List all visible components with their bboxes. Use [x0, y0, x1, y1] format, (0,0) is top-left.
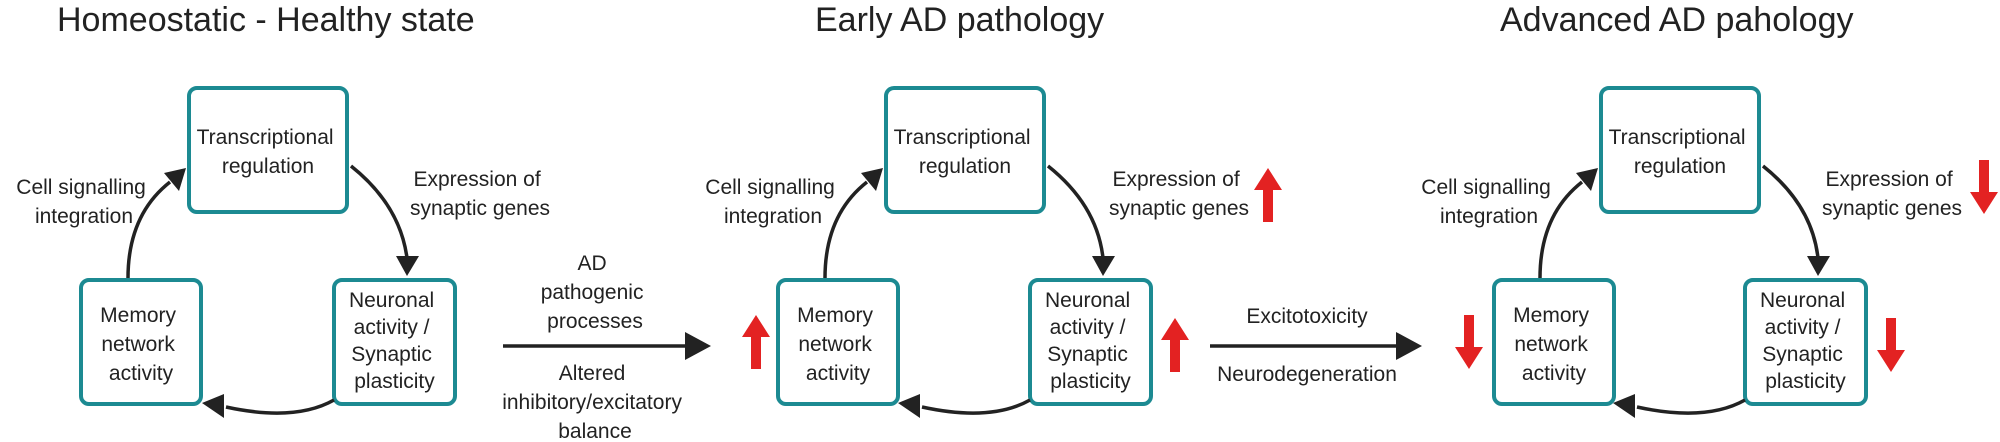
flow-arrow-memory-to-transcription [126, 180, 172, 279]
flow-arrow-neuronal-to-memory [225, 398, 335, 415]
memory-decrease-down-arrow-icon [1455, 315, 1483, 369]
panel-advanced-ad: Advanced AD pahology Transcriptional reg… [1421, 1, 1998, 418]
neuronal-activity-box [1028, 278, 1153, 406]
flow-arrow-memory-to-transcription [823, 180, 869, 279]
signalling-label: Cell signalling integration [16, 176, 151, 228]
transcriptional-regulation-box [1599, 86, 1761, 214]
neuronal-activity-box [332, 278, 457, 406]
neuronal-activity-label: Neuronal activity / Synaptic plasticity [349, 289, 440, 393]
transition-1: AD pathogenic processes Altered inhibito… [502, 252, 711, 442]
expression-increase-up-arrow-icon [1254, 168, 1282, 222]
expression-decrease-down-arrow-icon [1970, 160, 1998, 214]
signalling-label: Cell signalling integration [1421, 176, 1556, 228]
signalling-label: Cell signalling integration [705, 176, 840, 228]
expression-label: Expression of synaptic genes [1109, 168, 1249, 220]
arrowhead [861, 168, 883, 191]
transcriptional-regulation-label: Transcriptional regulation [1609, 126, 1752, 178]
transition-2-arrowhead [1396, 332, 1422, 360]
flow-arrow-memory-to-transcription [1538, 180, 1584, 279]
transition-1-arrowhead [685, 332, 711, 360]
panel-healthy: Homeostatic - Healthy state Transcriptio… [16, 1, 550, 418]
expression-label: Expression of synaptic genes [410, 168, 550, 220]
flow-arrow-transcription-to-neuronal [1046, 164, 1105, 259]
flow-arrow-transcription-to-neuronal [1761, 164, 1820, 259]
memory-network-label: Memory network activity [797, 304, 879, 385]
arrowhead [1092, 256, 1115, 276]
flow-arrow-neuronal-to-memory [921, 398, 1031, 415]
transition-1-below-label: Altered inhibitory/excitatory balance [502, 362, 688, 442]
flow-arrow-neuronal-to-memory [1636, 398, 1746, 415]
neuronal-activity-box [1743, 278, 1868, 406]
memory-network-label: Memory network activity [100, 304, 182, 385]
transcriptional-regulation-label: Transcriptional regulation [197, 126, 340, 178]
neuronal-increase-up-arrow-icon [1161, 318, 1189, 372]
arrowhead [898, 394, 920, 418]
arrowhead [164, 168, 186, 191]
neuronal-activity-label: Neuronal activity / Synaptic plasticity [1045, 289, 1136, 393]
arrowhead [1807, 256, 1830, 276]
memory-network-label: Memory network activity [1513, 304, 1595, 385]
arrowhead [1613, 394, 1635, 418]
expression-label: Expression of synaptic genes [1822, 168, 1962, 220]
memory-increase-up-arrow-icon [742, 315, 770, 369]
memory-network-box [776, 278, 900, 406]
panel-title: Early AD pathology [815, 1, 1104, 39]
arrowhead [396, 256, 419, 276]
transition-2-above-label: Excitotoxicity [1246, 305, 1368, 328]
transition-2-below-label: Neurodegeneration [1217, 363, 1397, 386]
memory-network-box [79, 278, 203, 406]
transition-1-above-label: AD pathogenic processes [541, 252, 650, 333]
panel-title: Advanced AD pahology [1500, 1, 1853, 39]
arrowhead [202, 394, 224, 418]
transition-2: Excitotoxicity Neurodegeneration [1210, 305, 1422, 386]
memory-network-box [1492, 278, 1616, 406]
transcriptional-regulation-label: Transcriptional regulation [894, 126, 1037, 178]
arrowhead [1576, 168, 1598, 191]
transcriptional-regulation-box [187, 86, 349, 214]
panel-title: Homeostatic - Healthy state [57, 1, 475, 39]
transcriptional-regulation-box [884, 86, 1046, 214]
flow-arrow-transcription-to-neuronal [349, 164, 409, 259]
neuronal-decrease-down-arrow-icon [1877, 318, 1905, 372]
neuronal-activity-label: Neuronal activity / Synaptic plasticity [1760, 289, 1851, 393]
panel-early-ad: Early AD pathology Transcriptional regul… [705, 1, 1282, 418]
